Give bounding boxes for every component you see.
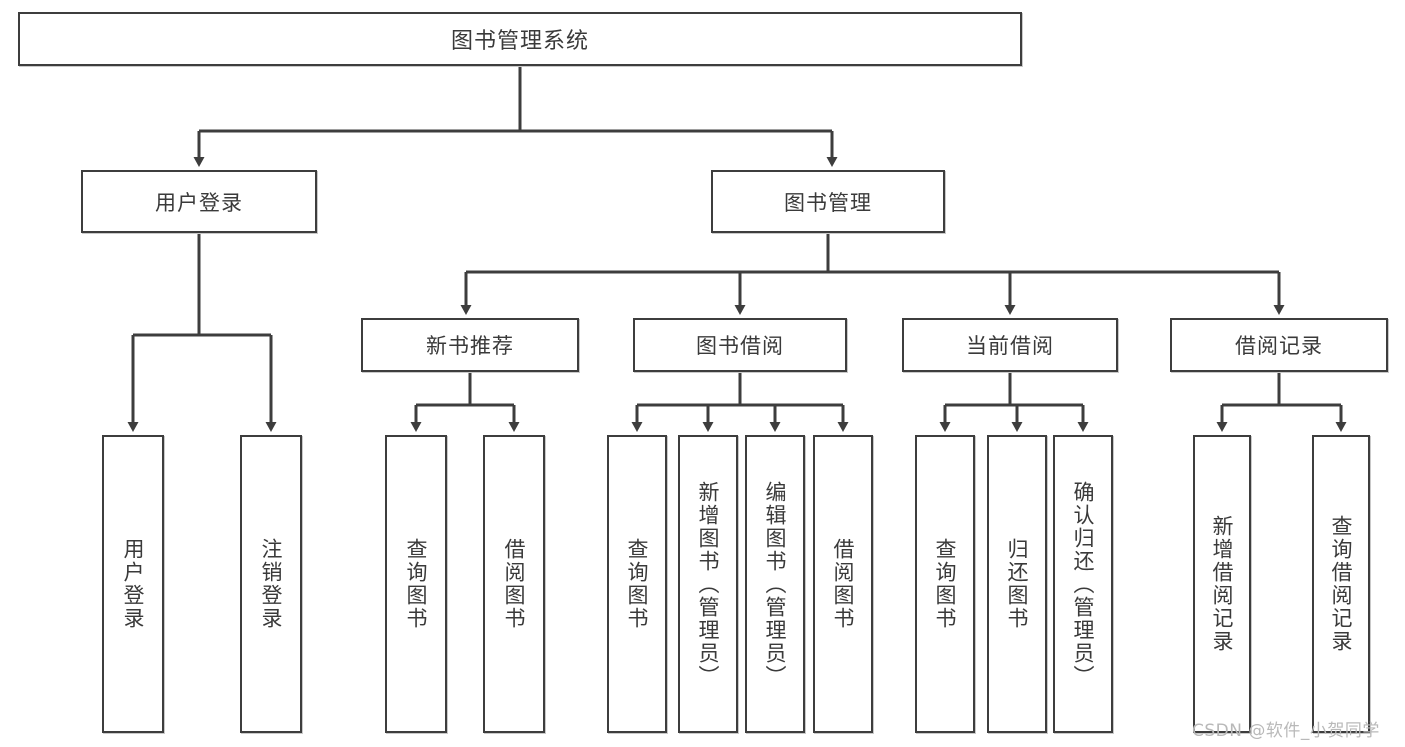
node-new-book-rec[interactable]: 新书推荐: [361, 318, 579, 372]
node-root-label: 图书管理系统: [450, 29, 589, 54]
node-leaf-confirm-return[interactable]: 确认归还（管理员）: [1053, 435, 1113, 733]
node-borrow-record[interactable]: 借阅记录: [1170, 318, 1388, 372]
node-root[interactable]: 图书管理系统: [18, 12, 1022, 66]
node-leaf-return-book-label: 归还图书: [1005, 538, 1030, 630]
node-leaf-query-book-cur[interactable]: 查询图书: [915, 435, 975, 733]
node-user-login-label: 用户登录: [155, 190, 243, 215]
node-leaf-user-logout[interactable]: 注销登录: [240, 435, 302, 733]
csdn-watermark: CSDN @软件_小贺同学: [1192, 721, 1380, 741]
node-book-manage-label: 图书管理: [784, 190, 872, 215]
node-leaf-user-login-label: 用户登录: [121, 538, 146, 630]
node-leaf-user-login[interactable]: 用户登录: [102, 435, 164, 733]
node-book-borrow[interactable]: 图书借阅: [633, 318, 847, 372]
node-leaf-borrow-book[interactable]: 借阅图书: [813, 435, 873, 733]
node-leaf-borrow-book-rec-label: 借阅图书: [502, 538, 527, 630]
node-leaf-borrow-book-label: 借阅图书: [831, 538, 856, 630]
node-current-borrow-label: 当前借阅: [966, 334, 1054, 358]
node-borrow-record-label: 借阅记录: [1235, 334, 1323, 358]
node-new-book-rec-label: 新书推荐: [426, 334, 514, 358]
node-leaf-query-book-cur-label: 查询图书: [933, 538, 958, 630]
node-leaf-query-record-label: 查询借阅记录: [1329, 515, 1354, 653]
node-current-borrow[interactable]: 当前借阅: [902, 318, 1118, 372]
node-book-manage[interactable]: 图书管理: [711, 170, 945, 233]
node-leaf-borrow-book-rec[interactable]: 借阅图书: [483, 435, 545, 733]
node-leaf-edit-book[interactable]: 编辑图书（管理员）: [745, 435, 805, 733]
node-leaf-add-book[interactable]: 新增图书（管理员）: [678, 435, 738, 733]
node-leaf-query-record[interactable]: 查询借阅记录: [1312, 435, 1370, 733]
node-leaf-return-book[interactable]: 归还图书: [987, 435, 1047, 733]
node-leaf-add-book-label: 新增图书（管理员）: [696, 480, 721, 688]
node-book-borrow-label: 图书借阅: [696, 334, 784, 358]
node-leaf-add-record[interactable]: 新增借阅记录: [1193, 435, 1251, 733]
node-leaf-add-record-label: 新增借阅记录: [1210, 515, 1235, 653]
node-leaf-query-book-rec[interactable]: 查询图书: [385, 435, 447, 733]
node-leaf-query-book-borrow[interactable]: 查询图书: [607, 435, 667, 733]
node-leaf-query-book-rec-label: 查询图书: [404, 538, 429, 630]
node-user-login[interactable]: 用户登录: [81, 170, 317, 233]
node-leaf-edit-book-label: 编辑图书（管理员）: [763, 480, 788, 688]
node-leaf-user-logout-label: 注销登录: [259, 538, 284, 630]
node-leaf-query-book-borrow-label: 查询图书: [625, 538, 650, 630]
node-leaf-confirm-return-label: 确认归还（管理员）: [1071, 480, 1096, 688]
